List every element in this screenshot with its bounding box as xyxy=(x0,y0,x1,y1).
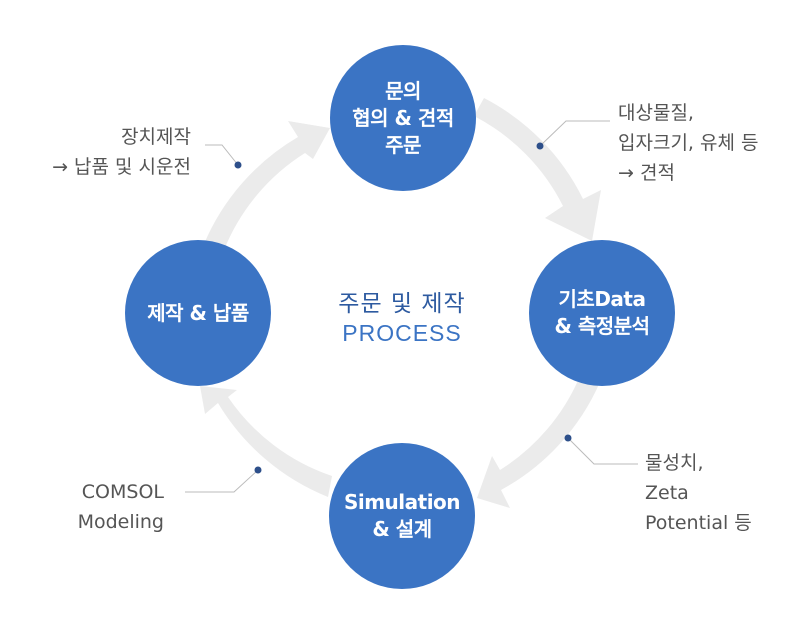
node-basic-data: 기초Data & 측정분석 xyxy=(529,240,675,386)
node-production: 제작 & 납품 xyxy=(125,240,271,386)
node-inquiry-line-3: 주문 xyxy=(385,132,421,157)
node-inquiry: 문의 협의 & 견적 주문 xyxy=(330,45,476,191)
leader-top-left xyxy=(205,144,239,166)
annotation-top-left-line-2: → 납품 및 시운전 xyxy=(52,156,191,178)
center-title-english: PROCESS xyxy=(342,320,462,346)
annotation-bottom-left-line-1: COMSOL xyxy=(81,481,164,503)
annotation-bottom-left: COMSOL Modeling xyxy=(78,477,164,537)
annotation-bottom-right-line-1: 물성치, xyxy=(645,452,704,474)
leader-dot-top-right xyxy=(536,142,544,150)
annotation-bottom-right-line-2: Zeta xyxy=(645,482,689,504)
annotation-bottom-left-line-2: Modeling xyxy=(77,511,164,533)
arrow-right-to-bottom xyxy=(477,376,600,508)
node-basic-data-line-2: & 측정분석 xyxy=(554,314,650,338)
annotation-bottom-right-line-3: Potential 등 xyxy=(645,512,752,534)
annotation-top-right-line-3: → 견적 xyxy=(618,162,675,184)
leader-dot-top-left xyxy=(234,161,242,169)
leader-bottom-right xyxy=(567,437,638,465)
arrow-bottom-to-left xyxy=(200,386,332,497)
node-simulation-line-1: Simulation xyxy=(343,490,461,514)
arrow-top-to-right xyxy=(474,98,601,241)
leader-lines xyxy=(185,120,638,493)
node-basic-data-line-1: 기초Data xyxy=(558,287,646,311)
annotation-top-left: 장치제작 → 납품 및 시운전 xyxy=(52,122,191,182)
leader-bottom-left xyxy=(185,469,259,493)
leader-dots xyxy=(234,142,572,474)
center-title-korean: 주문 및 제작 xyxy=(338,291,466,317)
cycle-arrows xyxy=(200,98,601,508)
arrow-left-to-top xyxy=(204,121,330,250)
node-production-line-1: 제작 & 납품 xyxy=(147,300,249,325)
annotation-top-right-line-2: 입자크기, 유체 등 xyxy=(618,132,759,154)
leader-top-right xyxy=(539,120,610,147)
node-inquiry-line-2: 협의 & 견적 xyxy=(352,105,454,130)
annotation-top-left-line-1: 장치제작 xyxy=(121,126,191,148)
node-simulation: Simulation & 설계 xyxy=(329,443,475,589)
node-simulation-line-2: & 설계 xyxy=(372,517,432,541)
leader-dot-bottom-right xyxy=(564,434,572,442)
annotation-top-right: 대상물질, 입자크기, 유체 등 → 견적 xyxy=(618,98,758,188)
annotation-bottom-right: 물성치, Zeta Potential 등 xyxy=(645,448,752,538)
annotation-top-right-line-1: 대상물질, xyxy=(618,102,694,124)
leader-dot-bottom-left xyxy=(254,466,262,474)
node-inquiry-line-1: 문의 xyxy=(385,78,421,103)
